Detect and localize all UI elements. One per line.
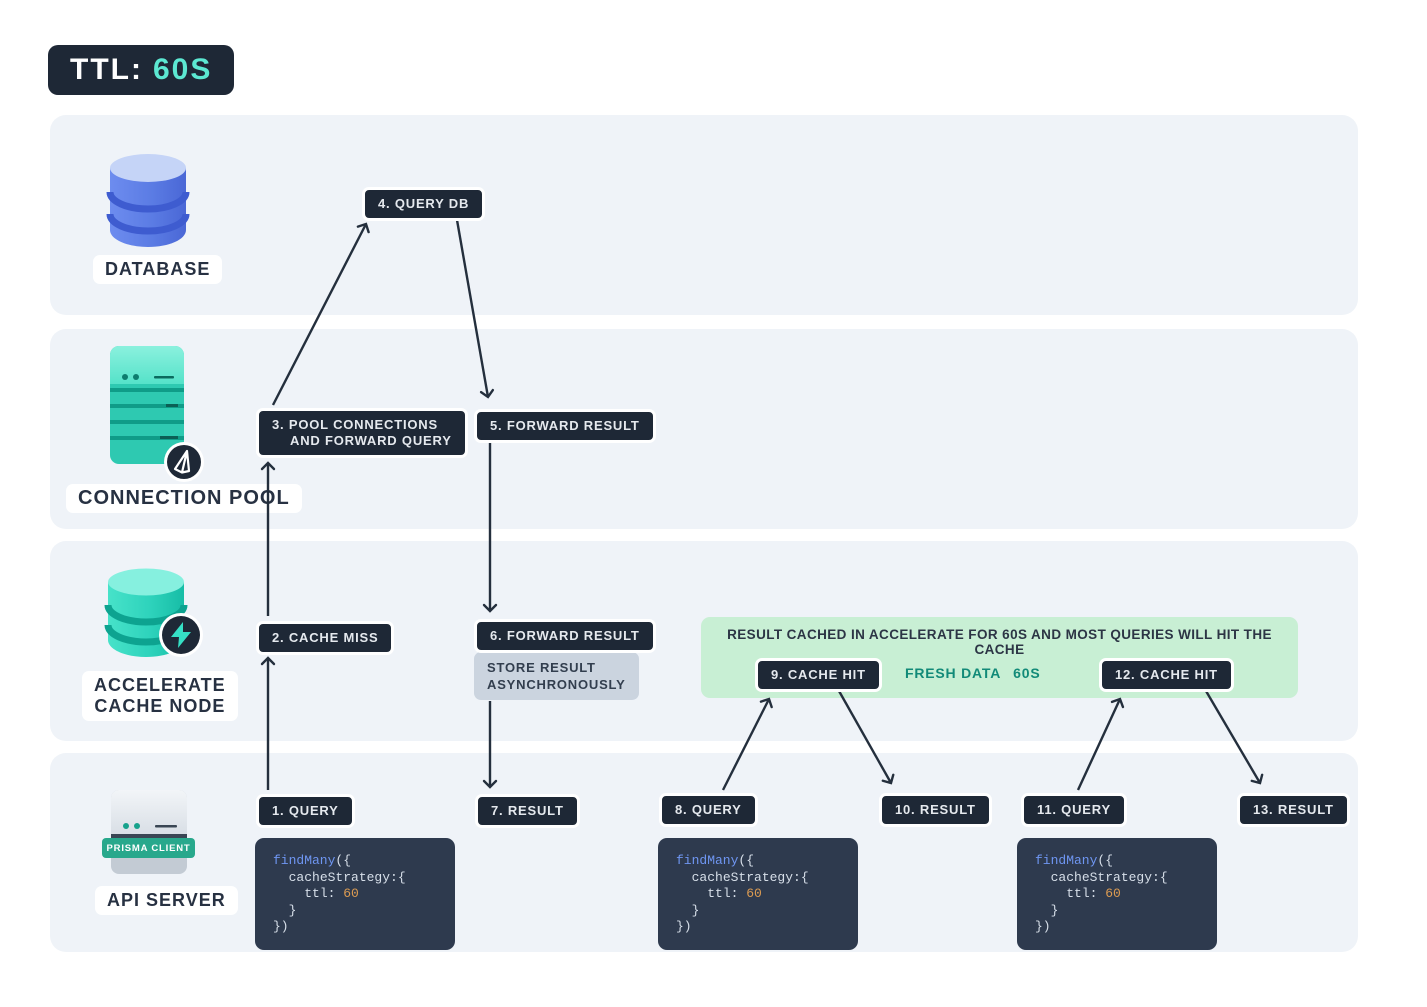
fresh-data-text: FRESH DATA (905, 665, 1002, 681)
ttl-label: TTL: (70, 53, 143, 86)
step-badge-7-result: 7. RESULT (475, 794, 580, 828)
ttl-badge: TTL: 60S (48, 45, 235, 95)
prisma-client-badge: PRISMA CLIENT (102, 838, 195, 858)
step-badge-10-result: 10. RESULT (879, 793, 992, 827)
code-block-query-1: findMany({ cacheStrategy:{ ttl: 60 } }) (255, 838, 455, 950)
step-badge-13-result: 13. RESULT (1237, 793, 1350, 827)
step-badge-11-query: 11. QUERY (1021, 793, 1127, 827)
store-note-line1: STORE RESULT (487, 660, 596, 675)
code-snippet: findMany({ cacheStrategy:{ ttl: 60 } }) (1035, 853, 1168, 934)
step-badge-6-forward-result: 6. FORWARD RESULT (474, 619, 656, 653)
step-badge-2-cache-miss: 2. CACHE MISS (256, 621, 395, 655)
code-block-query-8: findMany({ cacheStrategy:{ ttl: 60 } }) (658, 838, 858, 950)
lane-label-accelerate-line2: CACHE NODE (94, 696, 226, 716)
database-icon (106, 154, 190, 247)
fresh-data-label: FRESH DATA 60S (905, 665, 1040, 681)
lane-label-database: DATABASE (93, 255, 223, 284)
step-badge-1-query: 1. QUERY (256, 794, 355, 828)
api-server-icon (111, 790, 187, 874)
code-block-query-11: findMany({ cacheStrategy:{ ttl: 60 } }) (1017, 838, 1217, 950)
code-snippet: findMany({ cacheStrategy:{ ttl: 60 } }) (273, 853, 406, 934)
fresh-data-value: 60S (1013, 665, 1041, 681)
lane-label-connection-pool: CONNECTION POOL (66, 484, 302, 513)
step-badge-5-forward-result: 5. FORWARD RESULT (474, 409, 656, 443)
cache-banner-title: RESULT CACHED IN ACCELERATE FOR 60S AND … (727, 627, 1272, 657)
code-snippet: findMany({ cacheStrategy:{ ttl: 60 } }) (676, 853, 809, 934)
step-3-line1: 3. POOL CONNECTIONS (272, 417, 438, 432)
step-badge-12-cache-hit: 12. CACHE HIT (1099, 658, 1234, 692)
step-badge-8-query: 8. QUERY (659, 793, 758, 827)
lightning-bolt-icon (159, 613, 203, 657)
lane-band-database (50, 115, 1358, 315)
step-badge-9-cache-hit: 9. CACHE HIT (755, 658, 882, 692)
lane-label-accelerate-line1: ACCELERATE (94, 675, 226, 695)
step-3-line2: AND FORWARD QUERY (290, 433, 452, 448)
prisma-logo-icon (164, 442, 204, 482)
lane-label-accelerate-cache-node: ACCELERATE CACHE NODE (82, 671, 238, 721)
lane-label-api-server: API SERVER (95, 886, 238, 915)
connection-pool-server-icon (110, 346, 184, 464)
step-badge-4-query-db: 4. QUERY DB (362, 187, 486, 221)
store-result-note: STORE RESULT ASYNCHRONOUSLY (474, 652, 639, 700)
step-badge-3-pool-connections: 3. POOL CONNECTIONS AND FORWARD QUERY (256, 408, 468, 458)
ttl-value: 60S (152, 53, 213, 86)
store-note-line2: ASYNCHRONOUSLY (487, 677, 626, 692)
cache-banner: RESULT CACHED IN ACCELERATE FOR 60S AND … (701, 617, 1298, 698)
